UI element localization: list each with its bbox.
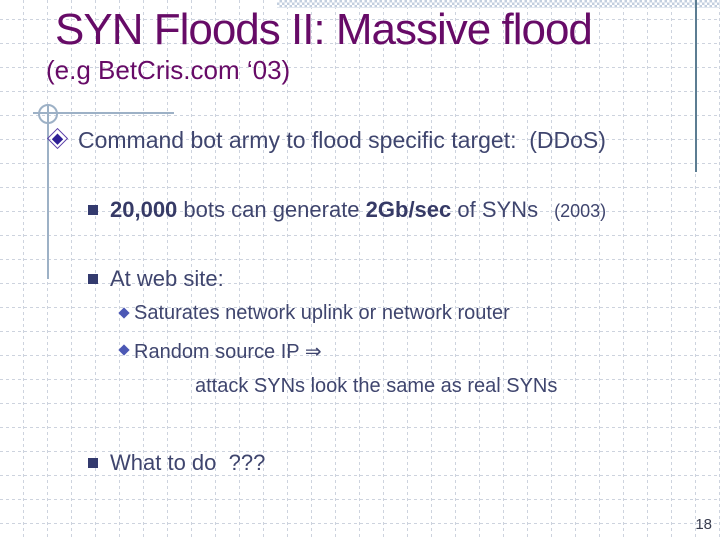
rate-value: 2Gb/sec [365, 197, 452, 222]
slide-subtitle: (e.g BetCris.com ‘03) [46, 55, 291, 85]
bullet-what-to-do-text: What to do ??? [110, 450, 266, 475]
level3-diamond-bullet-icon [118, 307, 130, 319]
page-number: 18 [695, 516, 712, 533]
level1-diamond-bullet-icon [46, 127, 69, 150]
year-note: (2003) [554, 201, 607, 221]
bullet-at-web-site-text: At web site: [110, 266, 224, 291]
ornament-vertical-line [47, 104, 49, 279]
bots-count: 20,000 [110, 197, 178, 222]
implies-arrow-icon: ⇒ [304, 339, 322, 363]
stat-suffix-text: of SYNs [451, 197, 539, 222]
stat-middle-text: bots can generate [177, 197, 366, 222]
top-checkered-band [277, 0, 720, 8]
slide-title: SYN Floods II: Massive flood [55, 5, 593, 54]
right-rule-line [695, 0, 697, 172]
level2-square-bullet-icon [88, 274, 98, 284]
attack-syns-text: attack SYNs look the same as real SYNs [195, 375, 558, 397]
level3-diamond-bullet-icon [118, 344, 130, 356]
ornament-horizontal-line [33, 112, 174, 114]
bullet-random-ip-text: Random source IP ⇒ [134, 339, 322, 364]
bullet-stat-text: 20,000 bots can generate 2Gb/sec of SYNs… [110, 197, 606, 223]
level2-square-bullet-icon [88, 205, 98, 215]
bullet-command-text: Command bot army to flood specific targe… [78, 127, 606, 153]
bullet-saturates-text: Saturates network uplink or network rout… [134, 302, 510, 324]
compass-circle-icon [38, 104, 58, 124]
level2-square-bullet-icon [88, 458, 98, 468]
random-ip-text: Random source IP [134, 341, 305, 363]
